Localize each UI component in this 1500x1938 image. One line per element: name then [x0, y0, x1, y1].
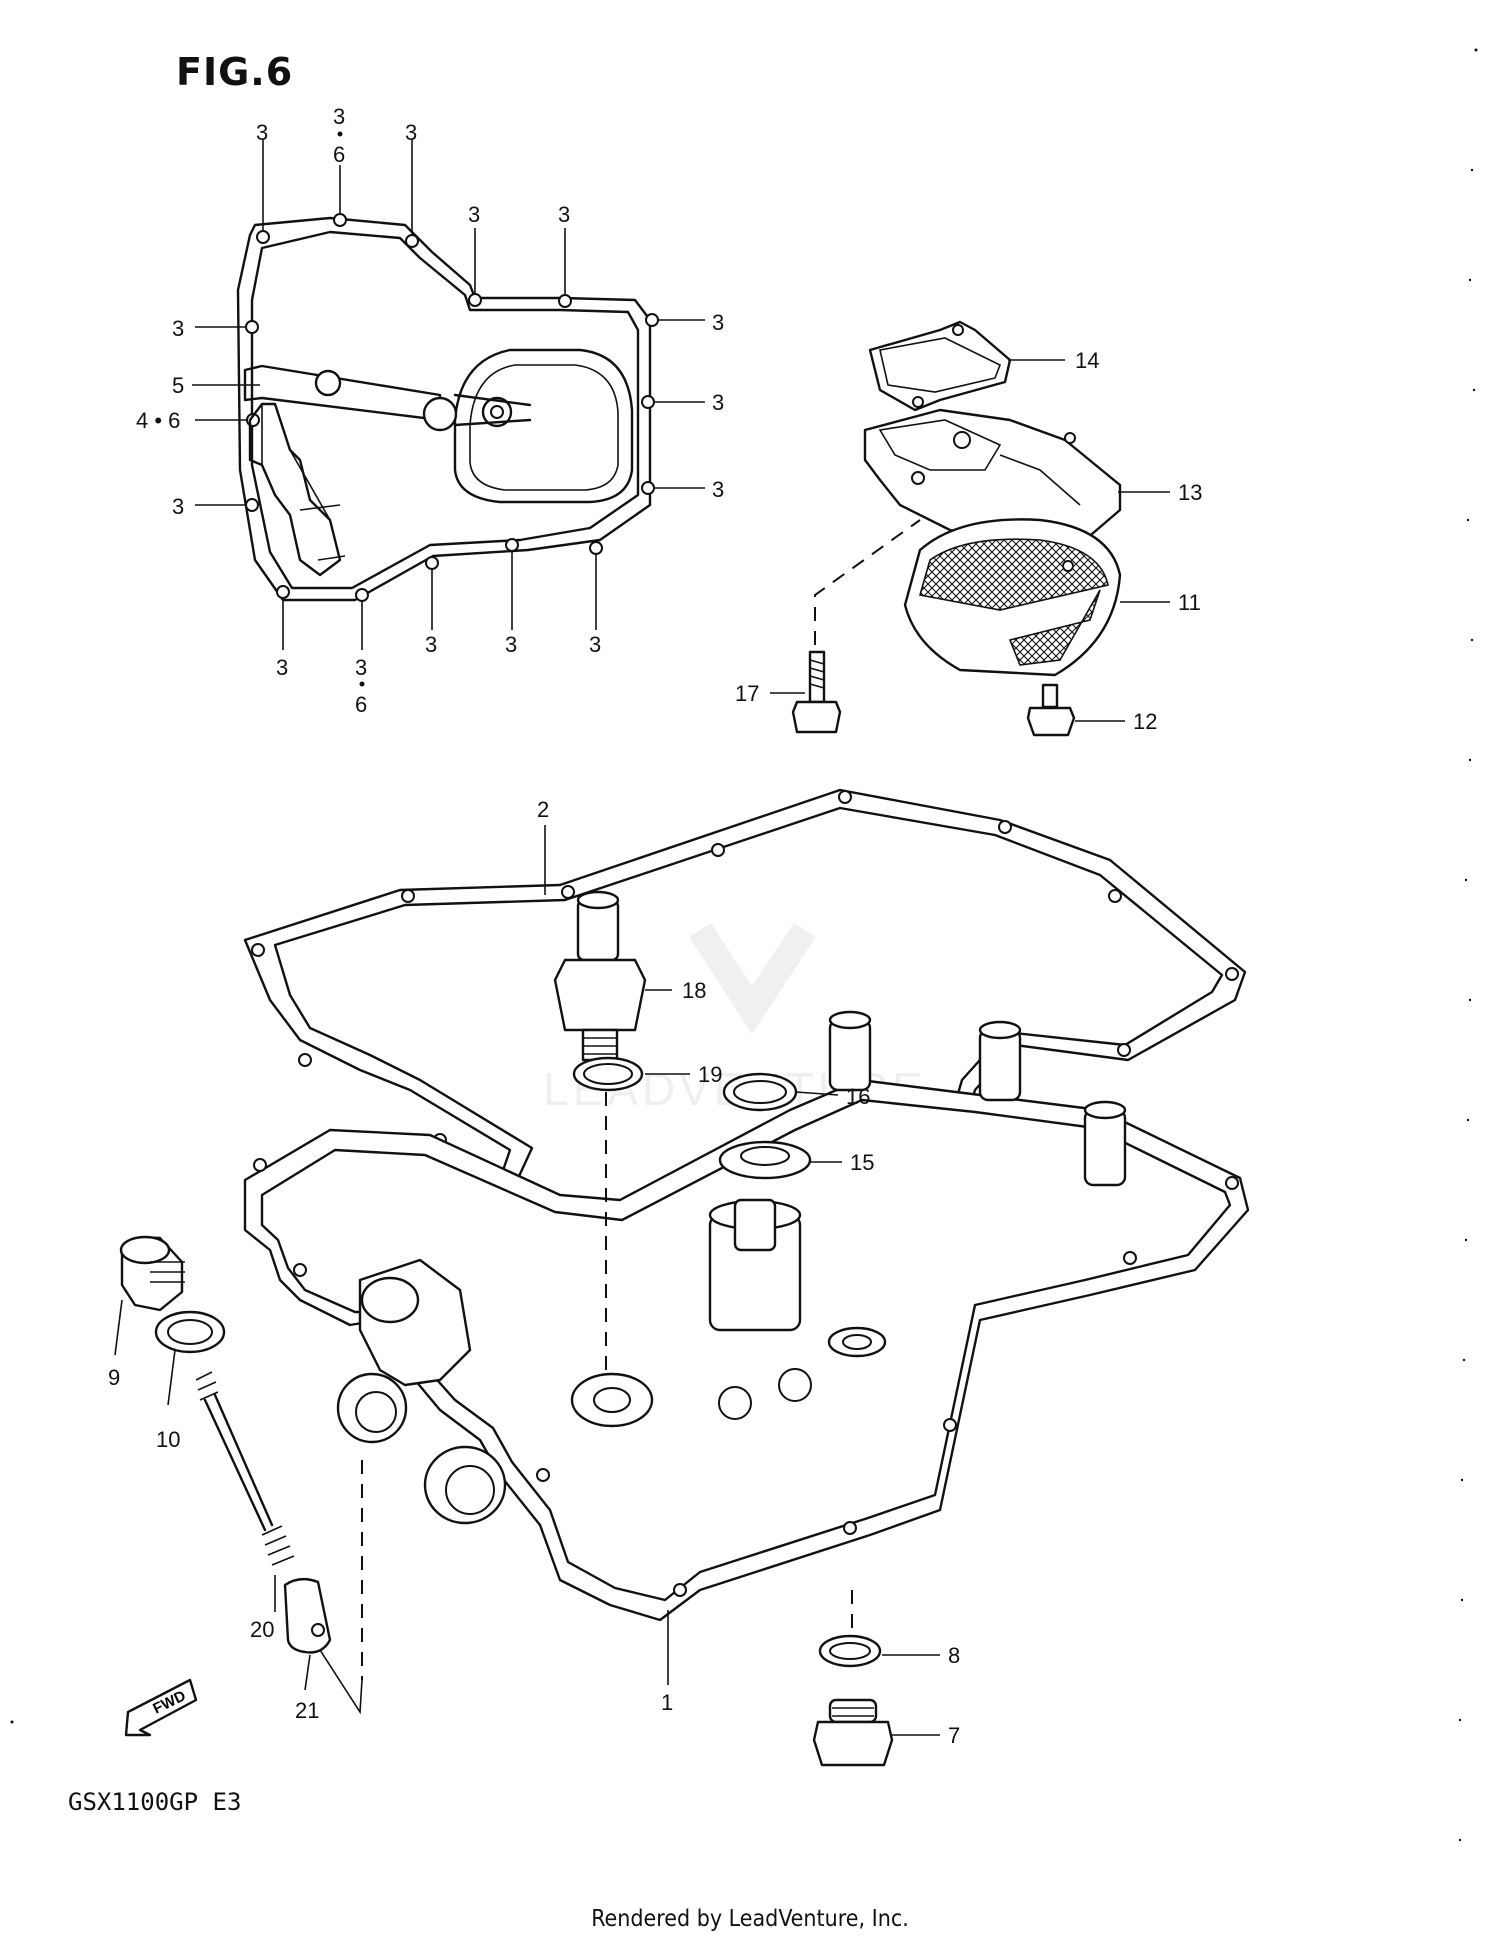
- callout-3: 3: [276, 655, 288, 680]
- callout-3: 3: [256, 120, 268, 145]
- drain-plug-group: [812, 1590, 894, 1767]
- callout-3: 3: [425, 632, 437, 657]
- callout-2: 2: [537, 797, 549, 822]
- callout-16: 16: [846, 1084, 870, 1109]
- callout-3: 3: [172, 494, 184, 519]
- callout-9: 9: [108, 1365, 120, 1390]
- relief-valve-group: [119, 1235, 363, 1715]
- callout-labels: 3 3 6 3 3 3 3 3 3 3 3 3 3 3 3 3 6 5 4 • …: [108, 104, 1202, 1748]
- callout-7: 7: [948, 1723, 960, 1748]
- callout-3: 3: [505, 632, 517, 657]
- callout-3: 3: [712, 310, 724, 335]
- callout-5: 5: [172, 373, 184, 398]
- callout-18: 18: [682, 978, 706, 1003]
- callout-3: 3: [589, 632, 601, 657]
- callout-3: 3: [712, 477, 724, 502]
- callout-21: 21: [295, 1698, 319, 1723]
- side-cover-gasket: [236, 213, 659, 602]
- callout-12: 12: [1133, 709, 1157, 734]
- callout-15: 15: [850, 1150, 874, 1175]
- lower-leaders: [114, 825, 940, 1736]
- callout-3: 3: [558, 202, 570, 227]
- oil-strainer-group: [791, 320, 1122, 737]
- callout-10: 10: [156, 1427, 180, 1452]
- callout-3: 3: [712, 390, 724, 415]
- callout-4-6: 4 • 6: [136, 408, 180, 433]
- render-credit-footer: Rendered by LeadVenture, Inc.: [591, 1906, 909, 1932]
- scan-edge-artifacts: [10, 48, 1478, 1842]
- callout-8: 8: [948, 1643, 960, 1668]
- strainer-leaders: [770, 359, 1170, 722]
- callout-17: 17: [735, 681, 759, 706]
- callout-6: 6: [355, 692, 367, 717]
- callout-11: 11: [1178, 590, 1201, 615]
- callout-6: 6: [333, 142, 345, 167]
- callout-3: 3: [333, 104, 345, 129]
- gasket-bolt-holes: [245, 213, 659, 602]
- callout-14: 14: [1075, 348, 1099, 373]
- callout-13: 13: [1178, 480, 1202, 505]
- upper-gasket-leaders: [192, 140, 705, 650]
- forward-arrow-icon: FWD: [124, 1678, 198, 1737]
- pressure-switch-and-seals: [553, 890, 812, 1380]
- callout-3: 3: [355, 655, 367, 680]
- callout-3: 3: [405, 120, 417, 145]
- callout-20: 20: [250, 1617, 274, 1642]
- oil-pan: [243, 1010, 1250, 1622]
- callout-1: 1: [661, 1690, 673, 1715]
- figure-title: FIG.6: [176, 50, 294, 94]
- callout-19: 19: [698, 1062, 722, 1087]
- callout-3: 3: [172, 316, 184, 341]
- callout-3: 3: [468, 202, 480, 227]
- model-code: GSX1100GP E3: [68, 1788, 242, 1816]
